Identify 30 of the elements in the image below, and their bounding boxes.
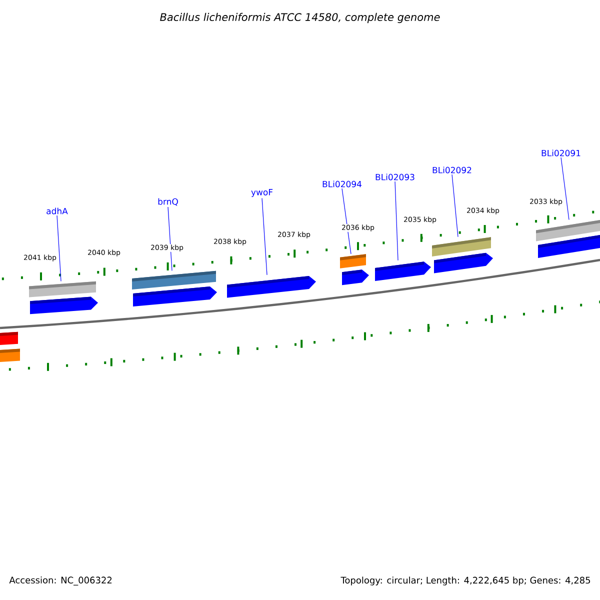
gene-label: BLi02094 <box>322 180 362 188</box>
gene-label: ywoF <box>251 189 273 197</box>
leader-line <box>452 174 458 238</box>
gene-label: brnQ <box>158 198 178 206</box>
gene-block <box>29 281 96 298</box>
leader-line <box>168 206 172 271</box>
title: Bacillus licheniformis ATCC 14580, complete genome <box>160 12 440 24</box>
leader-line <box>394 181 398 261</box>
leader-line <box>262 198 268 276</box>
gene-block <box>340 254 366 268</box>
gene-label: BLi02091 <box>542 150 580 156</box>
gene-block <box>432 237 491 256</box>
gene-label: BLi02092 <box>432 166 472 174</box>
leader-line <box>560 157 570 220</box>
gene-block <box>227 276 316 298</box>
gene-block <box>342 270 369 286</box>
gene-block <box>0 332 18 345</box>
leader-line <box>342 188 352 254</box>
genome-info-text: Topology: circular; Length: 4,222,645 bp; Genes: 4,285 <box>340 576 590 586</box>
gene-label: adhA <box>46 208 68 214</box>
gene-block <box>434 252 493 274</box>
accession-text: Accession: NC_006322 <box>9 576 112 586</box>
leader-line <box>56 215 62 282</box>
gene-block <box>538 234 600 258</box>
gene-block <box>0 348 20 362</box>
gene-block <box>133 286 217 306</box>
gene-block <box>132 270 216 290</box>
gene-block <box>30 296 98 314</box>
gene-block <box>375 262 431 281</box>
gene-label: BLi02093 <box>376 174 414 180</box>
